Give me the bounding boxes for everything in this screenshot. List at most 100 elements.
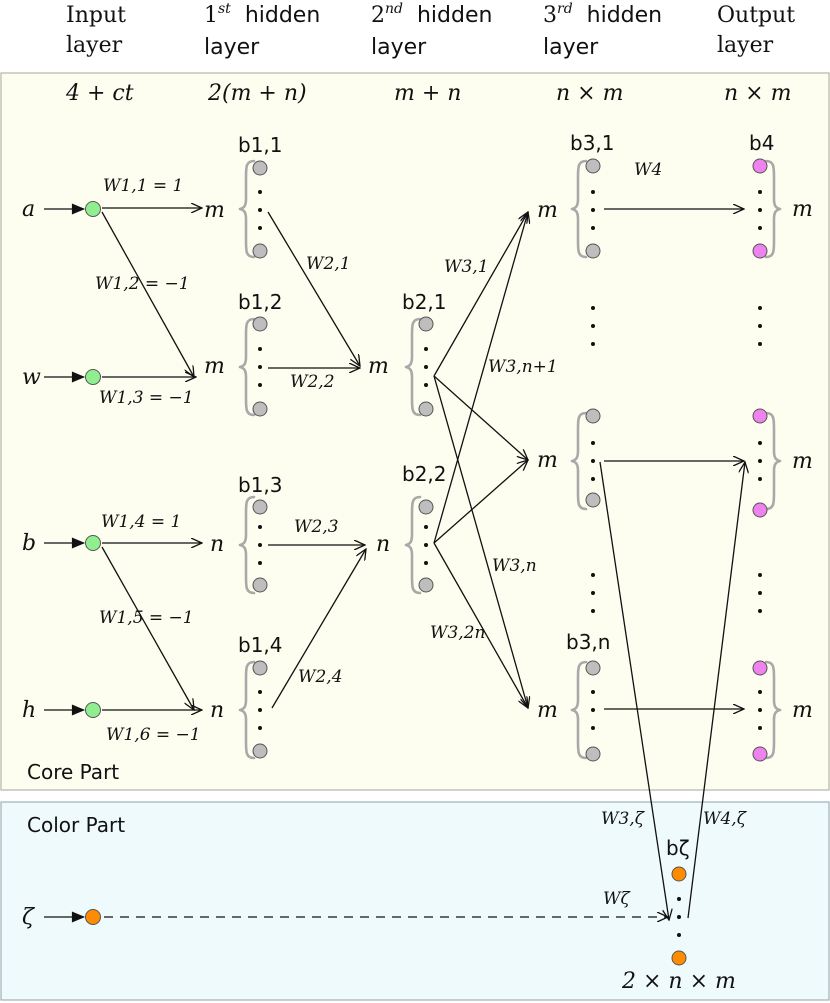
edges-w4	[604, 209, 744, 709]
weight-w31: W3,1	[444, 257, 489, 277]
l3-gap-dots-2	[591, 573, 595, 613]
input-node-zeta	[85, 909, 101, 925]
edges-w3	[433, 212, 528, 708]
l1-size-3: n	[210, 532, 224, 557]
bias-b12: b1,2	[238, 290, 283, 314]
l1-group-2	[252, 316, 268, 417]
l1-group-1	[252, 160, 268, 259]
bias-b3n: b3,n	[566, 630, 610, 654]
l3-gap-dots-1	[591, 306, 595, 346]
input-label-w: w	[22, 365, 41, 390]
weight-w22: W2,2	[290, 372, 335, 392]
bias-b14: b1,4	[238, 633, 283, 657]
core-part-title: Core Part	[27, 760, 119, 784]
bias-b21: b2,1	[402, 290, 447, 314]
out-gap-dots-1	[758, 306, 762, 346]
l1-group-3	[252, 499, 268, 593]
input-label-h: h	[22, 698, 36, 723]
header-output-2: layer	[717, 33, 774, 58]
weight-w13: W1,3 = −1	[99, 388, 194, 408]
l3-group-3	[585, 660, 601, 762]
l3-size-1: m	[537, 198, 558, 223]
weight-w32n: W3,2n	[430, 623, 485, 643]
bias-b13: b1,3	[238, 473, 283, 497]
output-layer: m m m	[752, 158, 813, 762]
weight-w23: W2,3	[294, 517, 339, 537]
l2-size-1: m	[368, 354, 389, 379]
color-node-bottom	[671, 950, 687, 966]
input-label-b: b	[22, 531, 36, 556]
l3-group-1	[585, 158, 601, 259]
input-node-a	[85, 201, 101, 217]
edges-w1	[101, 208, 202, 710]
input-label-a: a	[22, 197, 35, 222]
out-size-1: m	[792, 197, 813, 222]
bias-b22: b2,2	[402, 462, 447, 486]
edge-w3n1	[433, 375, 528, 460]
out-size-3: m	[792, 698, 813, 723]
edge-w12	[101, 211, 194, 377]
weight-w15: W1,5 = −1	[99, 608, 194, 628]
out-group-2	[752, 408, 768, 518]
input-node-w	[85, 369, 101, 385]
weight-w14: W1,4 = 1	[101, 512, 181, 532]
hidden-layer-3: m m m	[537, 158, 601, 762]
bias-b4: b4	[749, 131, 774, 155]
weight-w24: W2,4	[298, 667, 343, 687]
size-output: n × m	[724, 81, 791, 106]
edge-w24	[271, 549, 366, 709]
input-node-h	[85, 702, 101, 718]
edge-w3z	[599, 461, 669, 920]
edge-w33	[433, 460, 528, 544]
edges-w2	[267, 211, 366, 709]
input-label-zeta: ζ	[22, 905, 36, 930]
out-group-1	[752, 158, 768, 259]
weight-w3z: W3,ζ	[601, 809, 646, 829]
header-input-1: Input	[66, 3, 126, 28]
input-nodes: a w b h ζ	[22, 197, 101, 930]
weight-w4: W4	[634, 160, 662, 180]
input-node-b	[85, 535, 101, 551]
out-size-2: m	[792, 449, 813, 474]
l1-size-4: n	[210, 698, 224, 723]
header-output-1: Output	[717, 3, 795, 28]
edge-w32	[433, 212, 528, 544]
l1-size-2: m	[204, 354, 225, 379]
l1-size-1: m	[204, 198, 225, 223]
bias-bz: bζ	[666, 836, 690, 860]
l3-size-2: m	[537, 448, 558, 473]
core-part-panel	[0, 72, 830, 791]
color-part-panel	[0, 801, 830, 1001]
l2-size-2: n	[376, 532, 390, 557]
l3-group-2	[585, 408, 601, 508]
color-part-title: Color Part	[27, 813, 125, 837]
bias-labels: b1,1 b1,2 b1,3 b1,4 b2,1 b2,2 b3,1 b3,n …	[238, 131, 774, 860]
header-h3-2: layer	[543, 35, 599, 60]
out-group-3	[752, 660, 768, 762]
color-node-column	[671, 866, 687, 966]
edges-color	[104, 462, 745, 920]
layer-sizes: 4 + ct 2(m + n) m + n n × m n × m	[65, 81, 791, 106]
hidden-layer-1: m m n n	[204, 159, 268, 760]
size-input: 4 + ct	[65, 81, 134, 106]
header-h2-2: layer	[371, 35, 427, 60]
weight-w21: W2,1	[306, 254, 351, 274]
size-h1: 2(m + n)	[207, 81, 307, 106]
edge-w32n	[433, 542, 528, 708]
weight-w16: W1,6 = −1	[106, 725, 201, 745]
size-h3: n × m	[556, 81, 623, 106]
weight-labels: W1,1 = 1 W1,2 = −1 W1,3 = −1 W1,4 = 1 W1…	[95, 160, 748, 909]
weight-w4z: W4,ζ	[703, 809, 748, 829]
weight-w12: W1,2 = −1	[95, 274, 190, 294]
l2-group-1	[418, 316, 434, 417]
edge-w31	[433, 212, 528, 377]
size-h2: m + n	[394, 81, 461, 106]
edge-w21	[267, 211, 360, 366]
l2-group-2	[418, 499, 434, 593]
edge-w3n	[433, 375, 528, 708]
